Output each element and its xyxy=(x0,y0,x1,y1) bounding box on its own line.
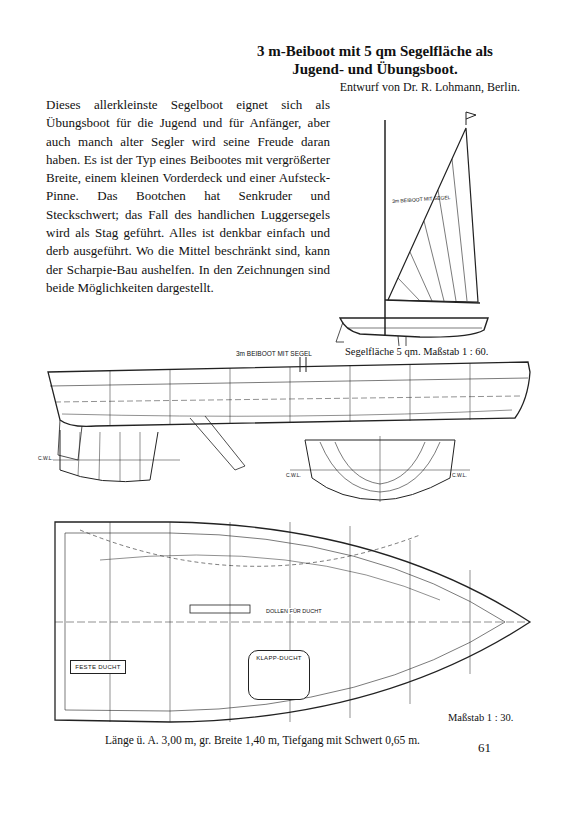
lines-header: 3m BEIBOOT MIT SEGEL xyxy=(235,350,313,357)
page-title: 3 m-Beiboot mit 5 qm Segelfläche als Jug… xyxy=(230,42,520,78)
fixed-thwart: FESTE DUCHT xyxy=(70,660,126,674)
rudder-lines xyxy=(58,420,82,460)
plan-label: DOLLEN FÜR DUCHT xyxy=(265,608,323,614)
rudder xyxy=(336,322,344,342)
deck-plan xyxy=(55,522,530,722)
hull-profile xyxy=(340,318,488,337)
sail-label: 3m BEIBOOT MIT SEGEL xyxy=(392,194,451,204)
hull-profile-lines xyxy=(48,362,530,426)
scale-label: Maßstab 1 : 30. xyxy=(448,712,513,723)
waterline-label: C.W.L. xyxy=(452,472,467,478)
mast xyxy=(384,120,386,335)
section-stations xyxy=(110,363,470,426)
author-line: Entwurf von Dr. R. Lohmann, Berlin. xyxy=(230,80,520,95)
waterline xyxy=(348,328,482,329)
body-paragraph: Dieses allerkleinste Segelboot eignet si… xyxy=(46,96,330,297)
thwart-label: FESTE DUCHT xyxy=(75,664,120,670)
boom xyxy=(385,300,480,303)
dimension-caption: Länge ü. A. 3,00 m, gr. Breite 1,40 m, T… xyxy=(105,734,420,746)
waterline-label: C.W.L. xyxy=(38,455,53,461)
page-number: 61 xyxy=(478,740,491,756)
lug-sail xyxy=(388,128,478,302)
flag xyxy=(466,112,476,125)
centreboard-case xyxy=(190,605,250,613)
transom-view xyxy=(60,430,158,482)
sail-cloths xyxy=(398,159,467,301)
centreboard-lines xyxy=(190,416,245,470)
thwart-label: KLAPP-DUCHT xyxy=(256,655,302,661)
folding-thwart: KLAPP-DUCHT xyxy=(248,650,310,700)
sail-plan-caption: Segelfläche 5 qm. Maßstab 1 : 60. xyxy=(345,346,488,357)
waterline-label: C.W.L. xyxy=(286,472,301,478)
